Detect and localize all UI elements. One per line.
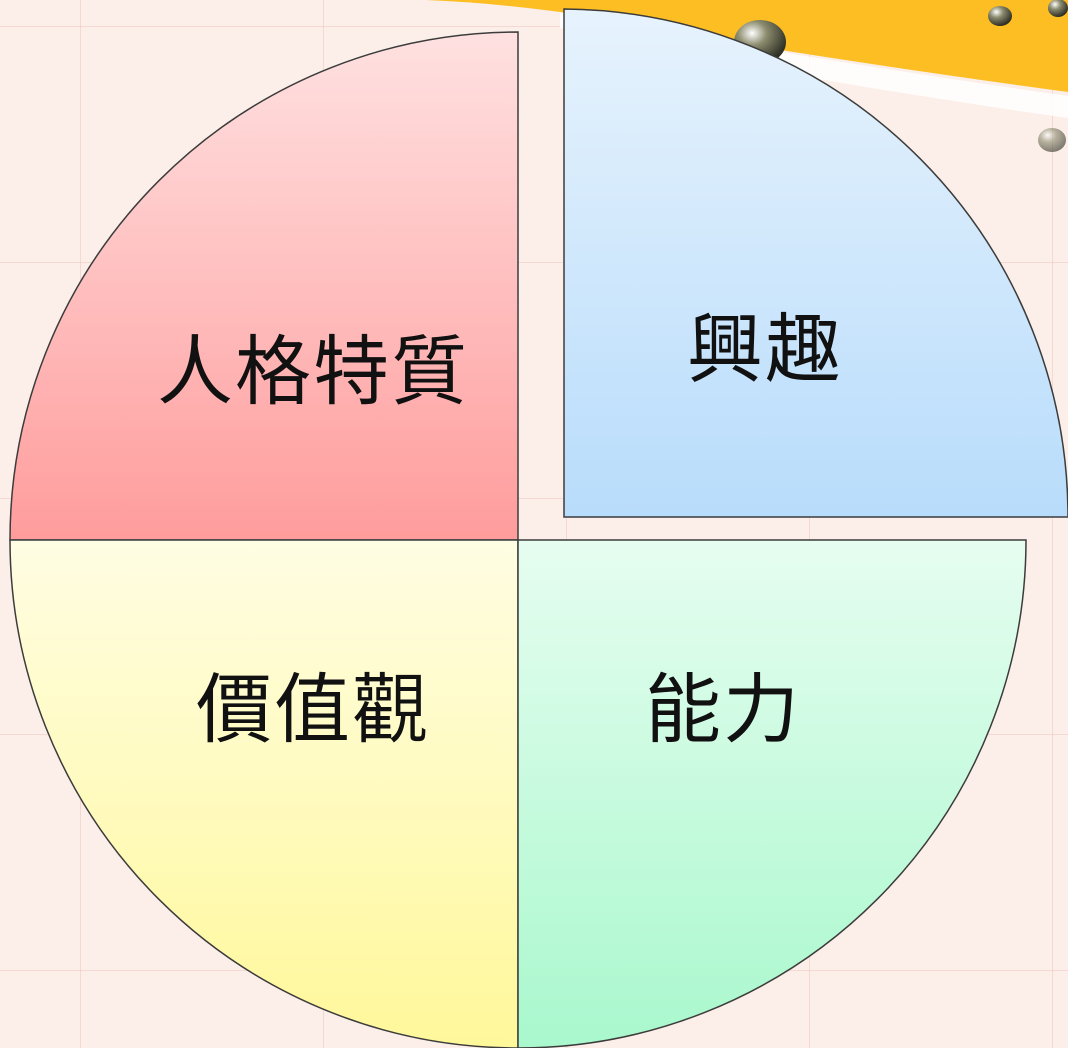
- personality-traits-label: 人格特質: [157, 327, 469, 416]
- banner-shape: [348, 0, 1068, 92]
- interests-label: 興趣: [687, 305, 843, 394]
- quadrant-values: [9, 539, 519, 1048]
- water-drop-icon: [1038, 128, 1066, 152]
- water-drop-icon: [1048, 0, 1068, 17]
- quadrant-abilities: [517, 539, 1027, 1048]
- water-drop-icon: [988, 6, 1012, 26]
- quadrant-interests: [563, 8, 1068, 518]
- values-label: 價值觀: [196, 665, 430, 754]
- abilities-label: 能力: [645, 665, 801, 754]
- quadrant-personality-traits: [9, 31, 519, 541]
